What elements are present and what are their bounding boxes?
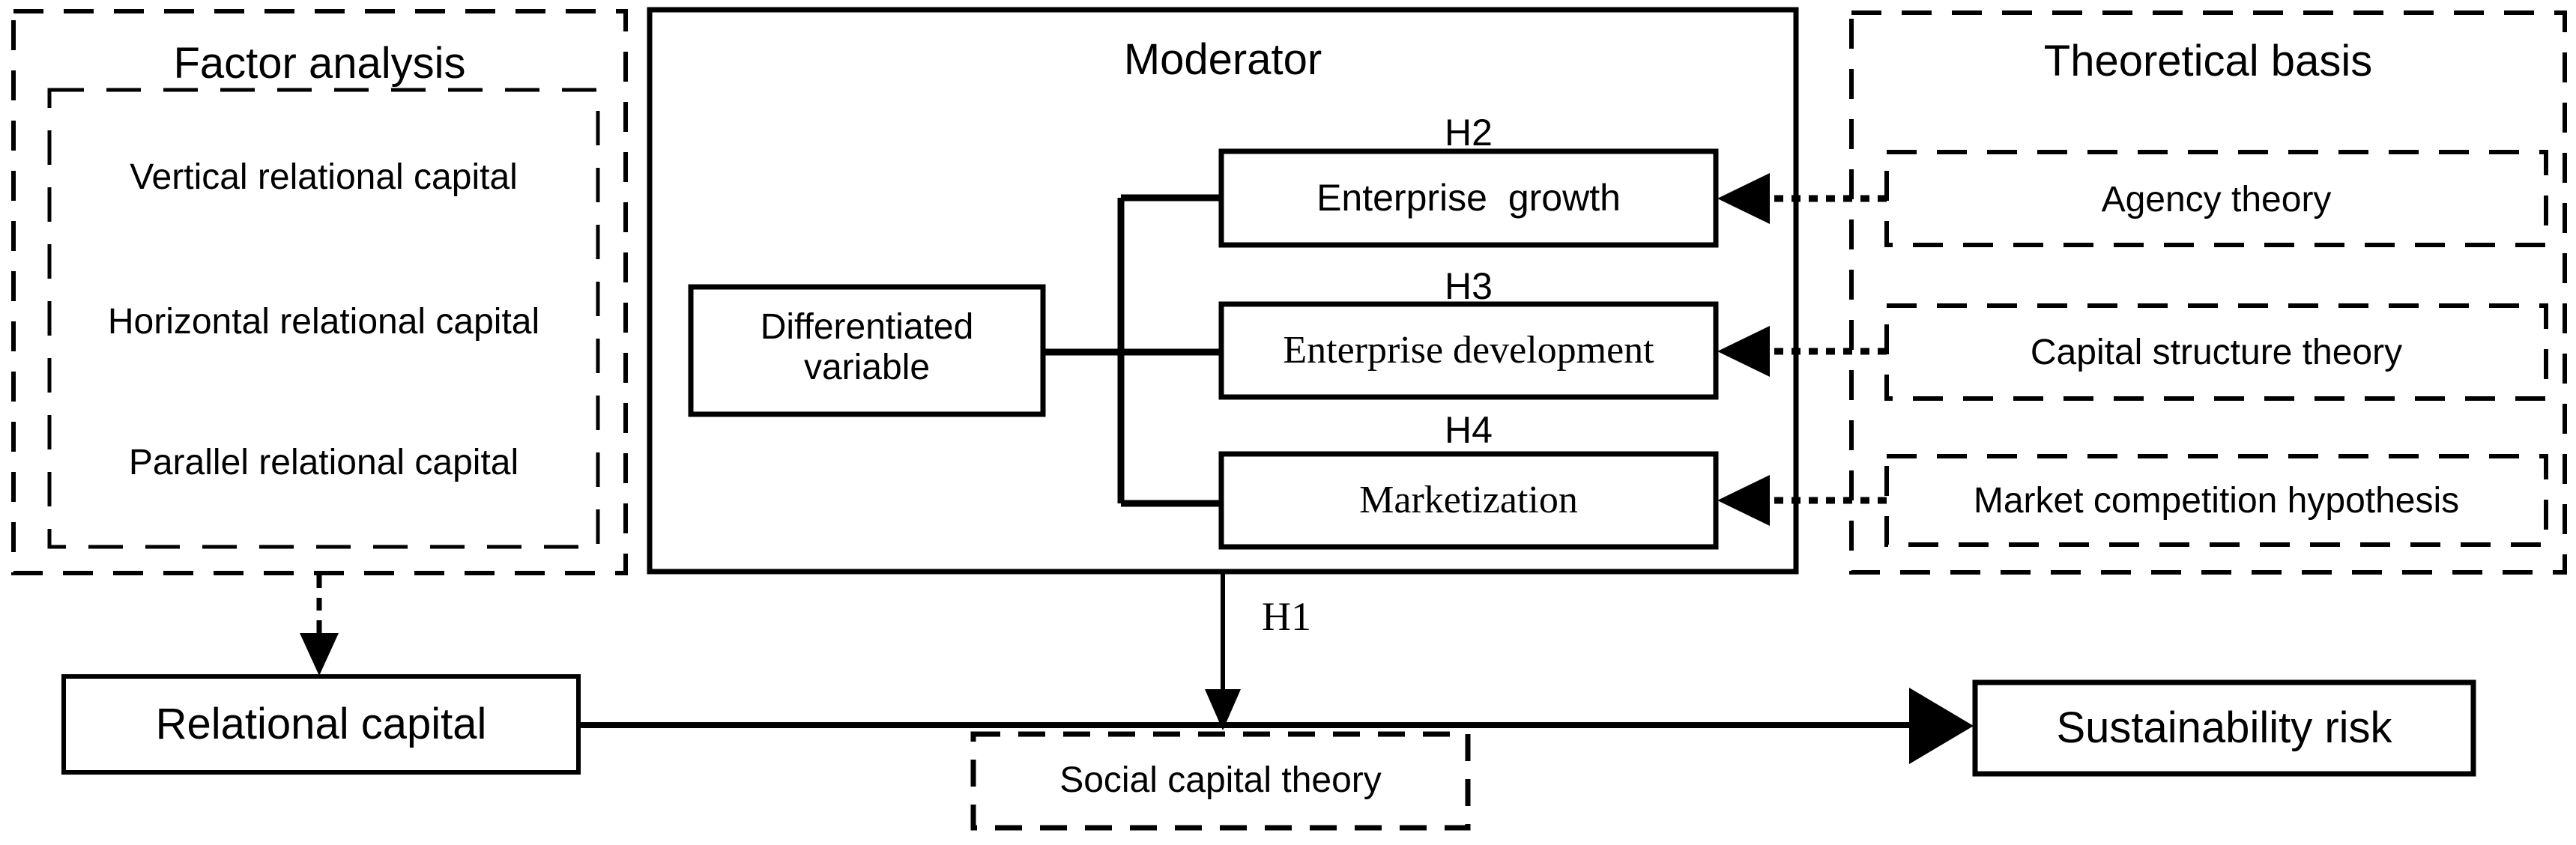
relational-capital-box: [61, 674, 581, 775]
capital-to-development-arrow: [1717, 326, 1887, 377]
theoretical-basis-box: [1849, 10, 2567, 575]
social-capital-theory-box: [970, 731, 1471, 831]
agency-theory-label: Agency theory: [2101, 180, 2332, 219]
factor-item-parallel: Parallel relational capital: [128, 443, 519, 482]
theoretical-basis-title: Theoretical basis: [2043, 37, 2373, 85]
market-competition-hypothesis-box: [1884, 454, 2548, 547]
factor-analysis-title: Factor analysis: [173, 39, 466, 88]
relational-capital-label: Relational capital: [155, 700, 487, 748]
hypothesis-h3-label: H3: [1445, 265, 1493, 307]
agency-to-growth-arrow: [1717, 173, 1887, 224]
factor-to-relational-arrow: [300, 575, 339, 676]
sustainability-risk-label: Sustainability risk: [2056, 703, 2392, 752]
relational-to-sustainability-arrow: [578, 688, 1974, 764]
factor-item-horizontal: Horizontal relational capital: [107, 302, 540, 342]
enterprise-development-label: Enterprise development: [1283, 329, 1654, 372]
hypothesis-h1-label: H1: [1262, 594, 1311, 639]
h1-arrow: [1205, 572, 1241, 730]
hypothesis-h4-label: H4: [1445, 409, 1493, 451]
factor-analysis-inner-box: [47, 88, 600, 549]
differentiated-variable-label: Differentiated variable: [760, 307, 974, 387]
market-competition-hypothesis-label: Market competition hypothesis: [1973, 481, 2460, 521]
capital-structure-theory-label: Capital structure theory: [2030, 333, 2403, 372]
sustainability-risk-box: [1972, 679, 2476, 777]
hypothesis-h2-label: H2: [1445, 112, 1493, 154]
moderator-title: Moderator: [1123, 35, 1322, 84]
factor-item-vertical: Vertical relational capital: [130, 157, 518, 197]
market-to-marketization-arrow: [1717, 475, 1887, 526]
social-capital-theory-label: Social capital theory: [1059, 760, 1382, 800]
marketization-label: Marketization: [1359, 479, 1578, 521]
factor-analysis-outer-box: [11, 9, 628, 575]
enterprise-growth-label: Enterprise growth: [1316, 177, 1621, 219]
